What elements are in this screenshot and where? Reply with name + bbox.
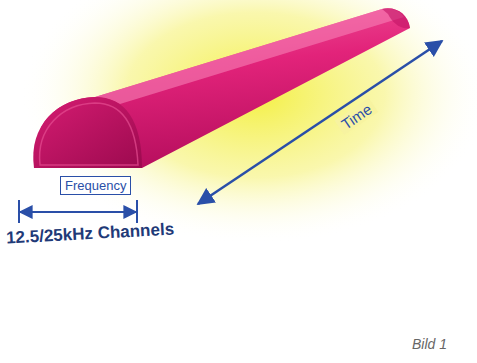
- dimension-tick: [136, 200, 138, 223]
- time-arrow: [198, 41, 442, 204]
- channel-tube: [34, 8, 410, 168]
- tube-far-end: [382, 8, 410, 28]
- yellow-glow: [20, 0, 477, 245]
- figure-number: Bild 1: [412, 336, 447, 352]
- dimension-tick: [18, 200, 20, 223]
- frequency-label: Frequency: [60, 176, 131, 195]
- face-rim: [40, 103, 138, 165]
- channels-caption: 12.5/25kHz Channels: [6, 220, 175, 249]
- frequency-dimension: [20, 211, 136, 213]
- tube-highlight: [95, 8, 404, 104]
- tube-front-face: [33, 97, 142, 168]
- time-label: Time: [335, 98, 378, 135]
